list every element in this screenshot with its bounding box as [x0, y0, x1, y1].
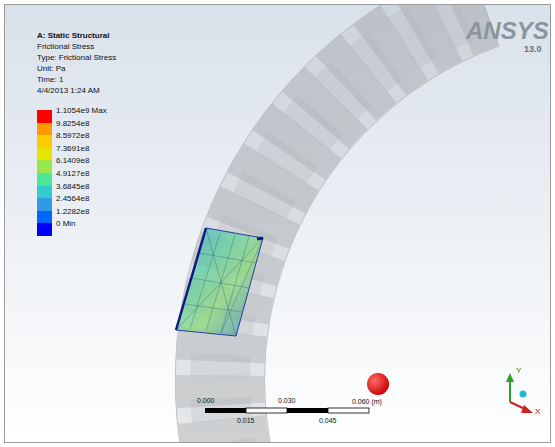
legend-swatch [37, 123, 52, 136]
color-legend: 1.1054e9 Max 9.8254e8 8.5972e8 7.3691e8 6.14… [37, 110, 107, 236]
legend-swatch [37, 223, 52, 236]
legend-swatch [37, 198, 52, 211]
scale-tick: 0.030 [278, 397, 296, 405]
ring-teeth [220, 5, 483, 442]
legend-swatch [37, 135, 52, 148]
version-number: 13.0 [524, 45, 542, 55]
scale-bar [205, 408, 369, 413]
scale-tick: 0.060 (m) [352, 398, 382, 406]
probe-sphere [367, 373, 389, 395]
scale-tick: 0.015 [237, 417, 255, 425]
time-text: Time: 1 [37, 76, 63, 85]
legend-value: 1.2282e8 [56, 208, 89, 217]
axis-triad [506, 373, 533, 413]
legend-swatch [37, 148, 52, 161]
legend-swatch [37, 211, 52, 224]
legend-value: 0 Min [56, 220, 76, 229]
date-text: 4/4/2013 1:24 AM [37, 87, 100, 96]
legend-swatch [37, 186, 52, 199]
result-name: Frictional Stress [37, 43, 94, 52]
patch-edge [176, 228, 206, 330]
ring-teeth-inner [220, 5, 483, 442]
legend-value: 7.3691e8 [56, 145, 89, 154]
ring-body [175, 5, 499, 442]
mesh-lines [176, 228, 263, 336]
axis-label: X [535, 408, 540, 417]
legend-swatch [37, 160, 52, 173]
legend-swatch [37, 110, 52, 123]
legend-value: 1.1054e9 Max [56, 107, 107, 116]
scale-tick: 0.000 [197, 397, 215, 405]
legend-value: 9.8254e8 [56, 120, 89, 129]
axis-label: Y [516, 367, 521, 376]
legend-value: 2.4564e8 [56, 195, 89, 204]
contact-patch [176, 228, 263, 336]
unit-text: Unit: Pa [37, 65, 65, 74]
legend-swatch [37, 173, 52, 186]
legend-value: 6.1409e8 [56, 157, 89, 166]
patch-edge [257, 238, 263, 239]
software-logo: ANSYS [466, 18, 549, 44]
legend-value: 3.6845e8 [56, 183, 89, 192]
result-type: Type: Frictional Stress [37, 54, 116, 63]
legend-row: 0 Min [37, 223, 107, 236]
legend-value: 4.9127e8 [56, 170, 89, 179]
scale-tick: 0.045 [319, 417, 337, 425]
analysis-title: A: Static Structural [37, 32, 109, 41]
legend-value: 8.5972e8 [56, 132, 89, 141]
